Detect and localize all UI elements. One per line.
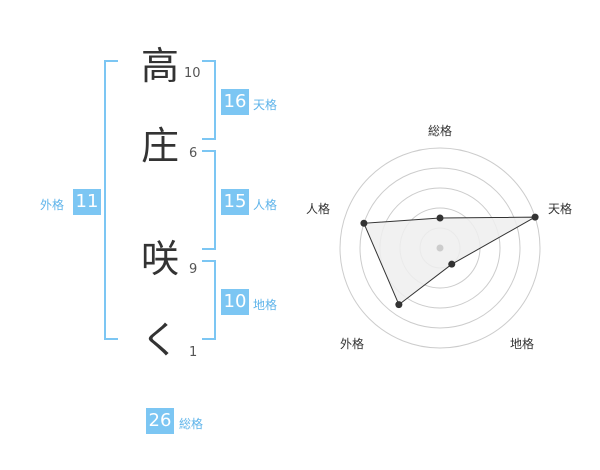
stroke-count-2: 6 <box>189 146 198 161</box>
radar-label-chikaku: 地格 <box>510 337 535 351</box>
soukaku-badge: 26 <box>146 408 174 434</box>
gaikaku-bracket <box>104 60 118 340</box>
radar-label-tenkaku: 天格 <box>548 202 573 216</box>
radar-ring <box>359 167 521 329</box>
gaikaku-badge: 11 <box>73 189 101 215</box>
gaikaku-label: 外格 <box>40 198 65 212</box>
tenkaku-bracket <box>202 60 216 140</box>
jinkaku-label: 人格 <box>253 198 278 212</box>
stroke-count-4: 1 <box>189 345 198 360</box>
tenkaku-badge: 16 <box>221 89 249 115</box>
stroke-count-3: 9 <box>189 262 198 277</box>
radar-ring <box>339 147 541 349</box>
stroke-count-1: 10 <box>184 66 201 81</box>
radar-label-gaikaku: 外格 <box>340 337 365 351</box>
name-char-4: く <box>140 318 179 362</box>
radar-point-4 <box>395 301 403 309</box>
chikaku-label: 地格 <box>253 298 278 312</box>
radar-polygon <box>363 216 536 306</box>
radar-label-jinkaku: 人格 <box>306 202 331 216</box>
name-char-2: 庄 <box>140 124 179 168</box>
radar-point-3 <box>448 260 456 268</box>
soukaku-label: 総格 <box>179 417 204 431</box>
radar-center-dot <box>436 244 444 252</box>
chikaku-badge: 10 <box>221 289 249 315</box>
name-char-1: 高 <box>140 44 179 88</box>
radar-point-1 <box>436 214 444 222</box>
radar-label-soukaku: 総格 <box>428 124 453 138</box>
tenkaku-label: 天格 <box>253 98 278 112</box>
jinkaku-badge: 15 <box>221 189 249 215</box>
radar-chart <box>339 147 541 349</box>
jinkaku-bracket <box>202 150 216 250</box>
radar-point-5 <box>360 219 368 227</box>
radar-rings <box>339 147 541 349</box>
chikaku-bracket <box>202 260 216 340</box>
radar-points <box>360 213 539 309</box>
name-char-3: 咲 <box>140 237 179 281</box>
radar-point-2 <box>531 213 539 221</box>
